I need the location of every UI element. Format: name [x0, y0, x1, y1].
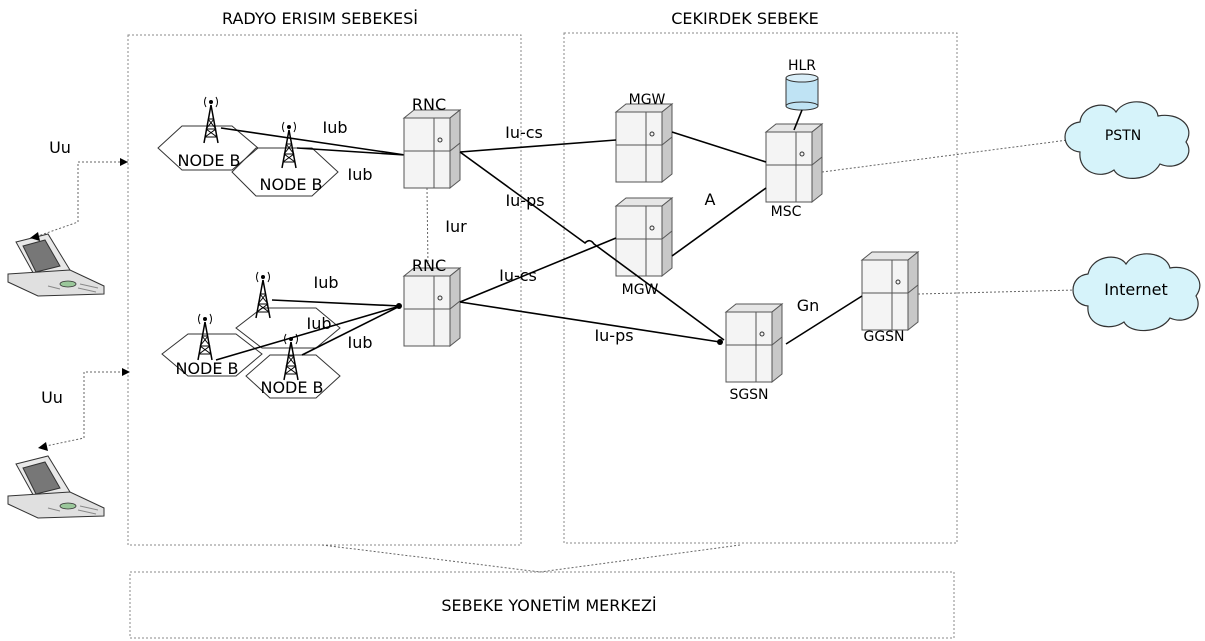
antenna-tower-icon: [204, 97, 218, 143]
arrow-left-icon: [38, 442, 48, 451]
iucs-top-label: Iu-cs: [505, 123, 543, 142]
management-link-left: [322, 545, 540, 572]
antenna-tower-icon: [256, 272, 270, 318]
mgw-top-server-icon: [616, 104, 672, 182]
junction-dot: [396, 303, 402, 309]
antenna-tower-icon: [284, 334, 298, 380]
rnc-top-label: RNC: [412, 95, 446, 114]
junction-dot: [717, 339, 723, 345]
uu-top-label: Uu: [49, 138, 71, 157]
hlr-label: HLR: [788, 58, 816, 74]
arrow-right-icon: [122, 368, 130, 376]
uu-bottom-label: Uu: [41, 388, 63, 407]
management-title: SEBEKE YONETİM MERKEZİ: [441, 596, 656, 615]
ggsn-internet-link: [918, 290, 1076, 294]
rnc-bottom-server-icon: [404, 268, 460, 346]
sgsn-label: SGSN: [729, 387, 768, 403]
gn-label: Gn: [797, 296, 820, 315]
nodeb-label: NODE B: [259, 175, 322, 194]
iur-label: Iur: [445, 217, 467, 236]
mgw-bottom-label: MGW: [622, 282, 659, 298]
mgw-msc-link: [672, 132, 766, 162]
iub-link: [297, 148, 405, 155]
mgw-bottom-server-icon: [616, 198, 672, 276]
pstn-label: PSTN: [1105, 128, 1141, 144]
iub-link: [272, 300, 400, 306]
internet-label: Internet: [1104, 280, 1168, 299]
arrow-right-icon: [120, 158, 128, 166]
core-network-title: CEKIRDEK SEBEKE: [671, 9, 819, 28]
mobile-phone-icon: [8, 234, 104, 296]
uu-top-link: [38, 162, 128, 236]
uu-bottom-link: [46, 372, 128, 446]
iucs-bottom-label: Iu-cs: [499, 266, 537, 285]
mgw-top-label: MGW: [629, 92, 666, 108]
ggsn-server-icon: [862, 252, 918, 330]
rnc-bottom-label: RNC: [412, 256, 446, 275]
hlr-database-icon: [786, 74, 818, 110]
radio-access-title: RADYO ERISIM SEBEKESİ: [222, 9, 418, 28]
ggsn-label: GGSN: [863, 329, 904, 345]
iups-top-label: Iu-ps: [505, 191, 544, 210]
iucs-bottom-link: [460, 238, 616, 302]
iub-label: Iub: [347, 165, 372, 184]
msc-label: MSC: [771, 204, 802, 220]
management-link-right: [540, 545, 740, 572]
nodeb-label: NODE B: [175, 359, 238, 378]
sgsn-server-icon: [726, 304, 782, 382]
antenna-tower-icon: [282, 122, 296, 168]
mobile-phone-icon: [8, 456, 104, 518]
nodeb-label: NODE B: [260, 378, 323, 397]
a-interface-link: [672, 188, 766, 256]
iub-label: Iub: [347, 333, 372, 352]
iups-top-link: [460, 152, 724, 340]
iups-bottom-label: Iu-ps: [594, 326, 633, 345]
nodeb-label: NODE B: [177, 151, 240, 170]
msc-server-icon: [766, 124, 822, 202]
rnc-top-server-icon: [404, 110, 460, 188]
iub-link: [221, 128, 405, 155]
antenna-tower-icon: [198, 314, 212, 360]
iub-label: Iub: [322, 118, 347, 137]
iub-label: Iub: [306, 314, 331, 333]
msc-pstn-link: [822, 140, 1068, 172]
iub-label: Iub: [313, 273, 338, 292]
a-interface-label: A: [705, 190, 716, 209]
